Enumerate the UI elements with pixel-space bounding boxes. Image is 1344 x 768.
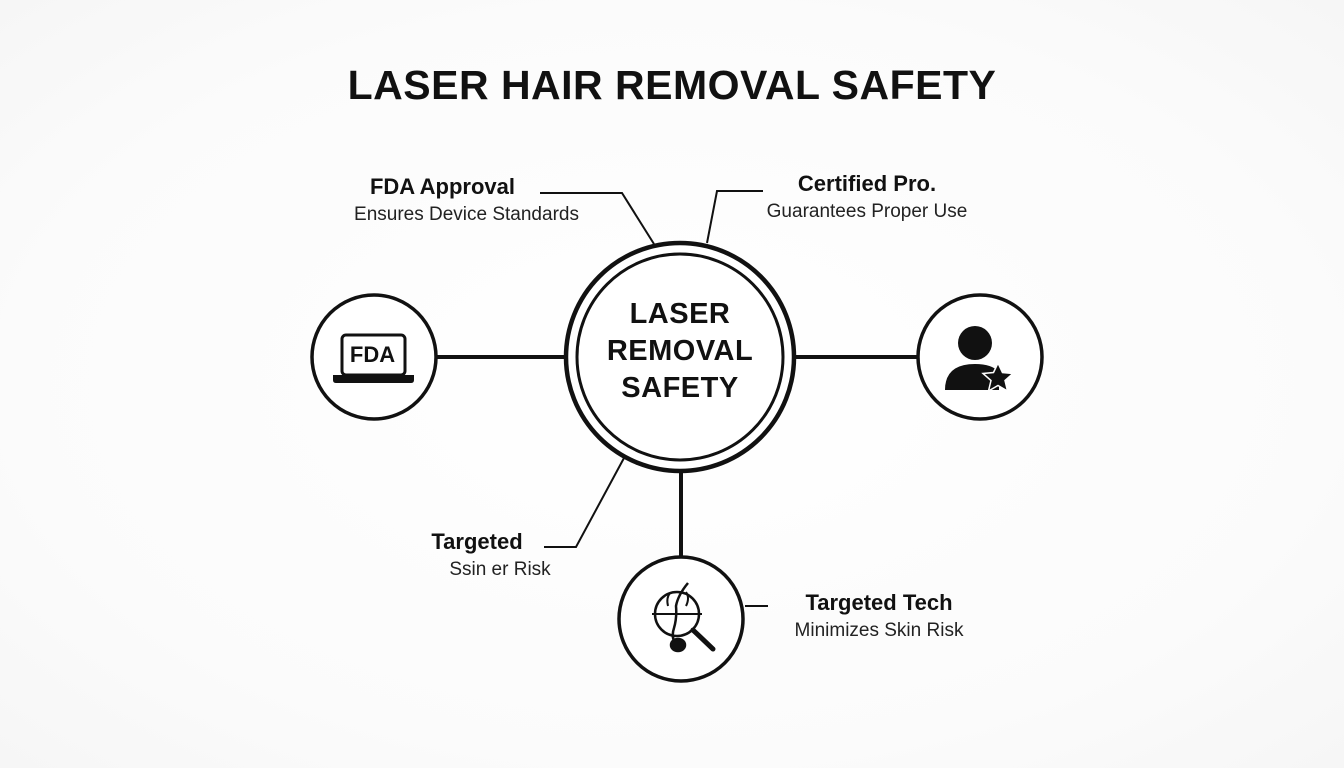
targeted-tech-heading: Targeted Tech [805, 590, 953, 615]
center-line-3: SAFETY [621, 372, 739, 404]
targeted-heading: Targeted [431, 529, 523, 554]
certified-pro-label: Certified Pro. Guarantees Proper Use [752, 170, 982, 226]
targeted-tech-description: Minimizes Skin Risk [794, 620, 964, 641]
leader-fda-approval [540, 192, 655, 245]
center-node-label: LASER REMOVAL SAFETY [580, 296, 780, 407]
leader-targeted [544, 457, 625, 548]
targeted-tech-label: Targeted Tech Minimizes Skin Risk [770, 589, 988, 645]
certified-pro-heading: Certified Pro. [797, 171, 937, 196]
center-inner-circle [575, 252, 785, 462]
fda-approval-heading: FDA Approval [369, 174, 516, 199]
certified-pro-description: Guarantees Proper Use [766, 201, 968, 222]
targeted-description: Ssin er Risk [449, 559, 551, 580]
fda-laptop-icon [333, 333, 414, 383]
leader-certified-pro [706, 190, 763, 244]
hair-follicle-magnifier-icon [652, 582, 716, 653]
page-title: LASER HAIR REMOVAL SAFETY [347, 62, 997, 108]
fda-approval-label: FDA Approval Ensures Device Standards [345, 173, 588, 229]
fda-approval-description: Ensures Device Standards [354, 204, 579, 225]
center-line-2: REMOVAL [606, 335, 754, 367]
fda-icon-label: FDA [349, 342, 396, 367]
targeted-tech-node-circle [617, 555, 745, 683]
fda-node-circle [310, 293, 438, 421]
center-outer-circle [563, 240, 797, 474]
person-star-icon [945, 326, 1015, 393]
center-line-1: LASER [629, 298, 731, 330]
targeted-label: Targeted Ssin er Risk [420, 528, 580, 584]
